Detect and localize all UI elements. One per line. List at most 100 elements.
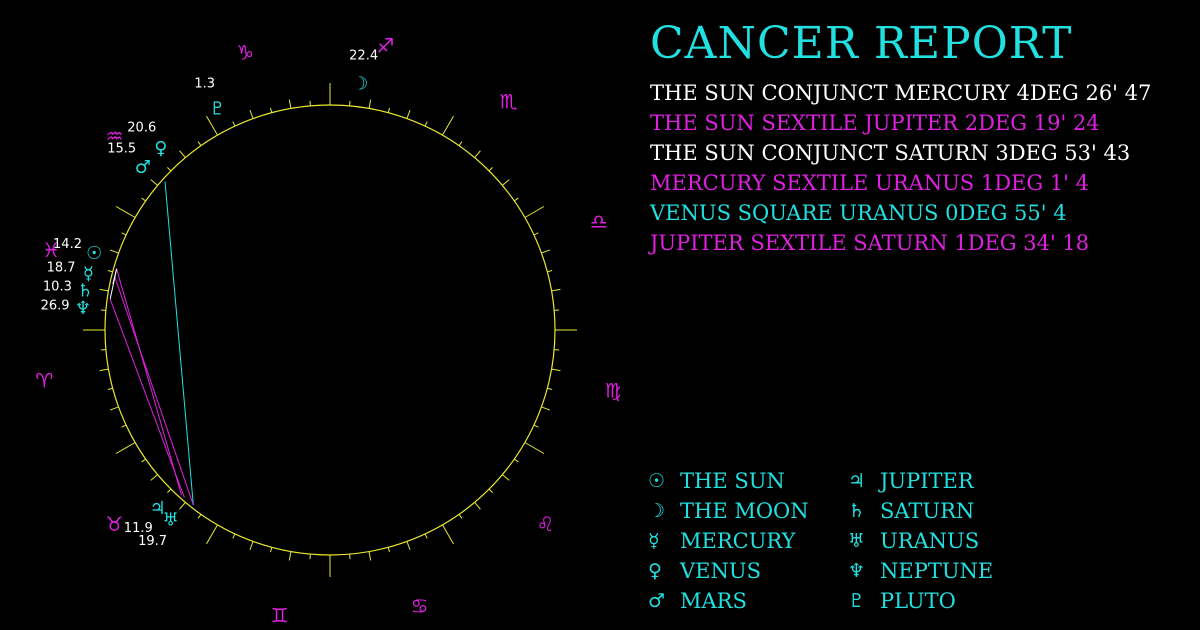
- legend-item: ☽ THE MOON: [648, 496, 848, 526]
- aspect-list: THE SUN CONJUNCT MERCURY 4DEG 26' 47 THE…: [650, 78, 1151, 258]
- degree-tick: [109, 406, 119, 411]
- degree-tick: [524, 442, 545, 454]
- degree-tick: [179, 502, 186, 510]
- legend-item: ♅URANUS: [848, 526, 1048, 556]
- legend-label: THE MOON: [680, 499, 809, 523]
- moon-degree-label: 22.4: [349, 49, 378, 64]
- degree-tick: [288, 99, 292, 109]
- degree-tick: [442, 115, 454, 136]
- legend-label: VENUS: [680, 559, 761, 583]
- mercury-degree-label: 18.7: [47, 260, 76, 275]
- aspect-line: [116, 268, 182, 496]
- degree-tick: [442, 524, 454, 545]
- degree-tick: [115, 206, 136, 218]
- sagittarius-sign-icon: ♐: [376, 33, 394, 57]
- aspect-line: [114, 276, 194, 506]
- legend-item: ♃ JUPITER: [848, 466, 1048, 496]
- degree-tick: [99, 368, 109, 372]
- report-title: CANCER REPORT: [650, 18, 1073, 69]
- uranus-degree-label: 19.7: [138, 534, 167, 549]
- aspect-line-text: THE SUN SEXTILE JUPITER 2DEG 19' 24: [650, 111, 1100, 135]
- saturn-degree-label: 10.3: [43, 279, 72, 294]
- degree-tick: [387, 107, 391, 113]
- aspect-line-text: MERCURY SEXTILE URANUS 1DEG 1' 4: [650, 171, 1089, 195]
- degree-tick: [107, 387, 113, 391]
- degree-tick: [368, 99, 372, 109]
- saturn-icon: ♄: [848, 500, 866, 522]
- legend-label: MARS: [680, 589, 747, 613]
- neptune-icon: ♆: [848, 560, 866, 582]
- pluto-degree-label: 1.3: [194, 77, 215, 92]
- degree-tick: [541, 249, 551, 254]
- aspect-line: [164, 181, 194, 505]
- mars-planet-icon: ♂: [135, 157, 151, 178]
- degree-tick: [514, 197, 519, 202]
- aquarius-sign-icon: ♒: [106, 124, 124, 148]
- cancer-sign-icon: ♋: [411, 594, 429, 618]
- degree-tick: [406, 109, 411, 119]
- legend-item: ☉THE SUN: [648, 466, 848, 496]
- aspect-line-text: THE SUN CONJUNCT MERCURY 4DEG 26' 47: [650, 81, 1152, 105]
- degree-tick: [249, 541, 254, 551]
- degree-tick: [541, 406, 551, 411]
- degree-tick: [99, 288, 109, 292]
- degree-tick: [368, 551, 372, 561]
- degree-tick: [269, 107, 273, 113]
- capricorn-sign-icon: ♑: [236, 41, 254, 65]
- aspect-line-text: VENUS SQUARE URANUS 0DEG 55' 4: [650, 201, 1067, 225]
- mercury-icon: ☿: [648, 530, 660, 552]
- pluto-icon: ♇: [848, 590, 866, 612]
- moon-icon: ☽: [648, 500, 666, 522]
- legend-item: ♆ NEPTUNE: [848, 556, 1048, 586]
- legend-item: ☿MERCURY: [648, 526, 848, 556]
- legend-item: ♂MARS: [648, 586, 848, 616]
- jupiter-degree-label: 11.9: [124, 521, 153, 536]
- jupiter-planet-icon: ♃: [150, 498, 166, 519]
- degree-tick: [141, 197, 146, 202]
- scorpio-sign-icon: ♏: [500, 89, 518, 113]
- aspect-line: [109, 298, 185, 498]
- mercury-planet-icon: ☿: [83, 264, 94, 285]
- degree-tick: [269, 547, 273, 553]
- degree-tick: [167, 167, 172, 172]
- degree-tick: [458, 514, 463, 519]
- degree-tick: [121, 232, 127, 236]
- degree-tick: [551, 288, 561, 292]
- degree-tick: [514, 458, 519, 463]
- mars-degree-label: 15.5: [107, 141, 136, 156]
- legend-label: NEPTUNE: [880, 559, 994, 583]
- degree-tick: [533, 232, 539, 236]
- degree-tick: [502, 179, 510, 186]
- venus-icon: ♀: [648, 560, 662, 582]
- venus-degree-label: 20.6: [127, 121, 156, 136]
- leo-sign-icon: ♌: [537, 512, 555, 536]
- pluto-planet-icon: ♇: [209, 99, 225, 120]
- degree-tick: [150, 179, 158, 186]
- planet-legend: ☉THE SUN ♃JUPITER ☽THE MOON ♄SATURN ☿MER…: [648, 466, 1048, 616]
- degree-tick: [206, 524, 218, 545]
- legend-item: ♀ VENUS: [648, 556, 848, 586]
- degree-tick: [232, 121, 236, 127]
- jupiter-icon: ♃: [848, 470, 866, 492]
- moon-planet-icon: ☽: [352, 73, 368, 94]
- venus-planet-icon: ♀: [154, 138, 167, 159]
- degree-tick: [288, 551, 292, 561]
- degree-tick: [474, 502, 481, 510]
- degree-tick: [488, 488, 493, 493]
- wheel-circle: [104, 104, 556, 556]
- saturn-planet-icon: ♄: [77, 281, 93, 302]
- virgo-sign-icon: ♍: [605, 378, 620, 402]
- taurus-sign-icon: ♉: [106, 512, 124, 536]
- degree-tick: [121, 424, 127, 428]
- aries-sign-icon: ♈: [35, 368, 53, 392]
- degree-tick: [206, 115, 218, 136]
- pisces-sign-icon: ♓: [42, 238, 60, 262]
- degree-tick: [551, 368, 561, 372]
- degree-tick: [547, 387, 553, 391]
- degree-tick: [150, 474, 158, 481]
- libra-sign-icon: ♎: [590, 209, 608, 233]
- degree-tick: [533, 424, 539, 428]
- legend-label: JUPITER: [880, 469, 974, 493]
- degree-tick: [197, 514, 202, 519]
- legend-label: THE SUN: [680, 469, 785, 493]
